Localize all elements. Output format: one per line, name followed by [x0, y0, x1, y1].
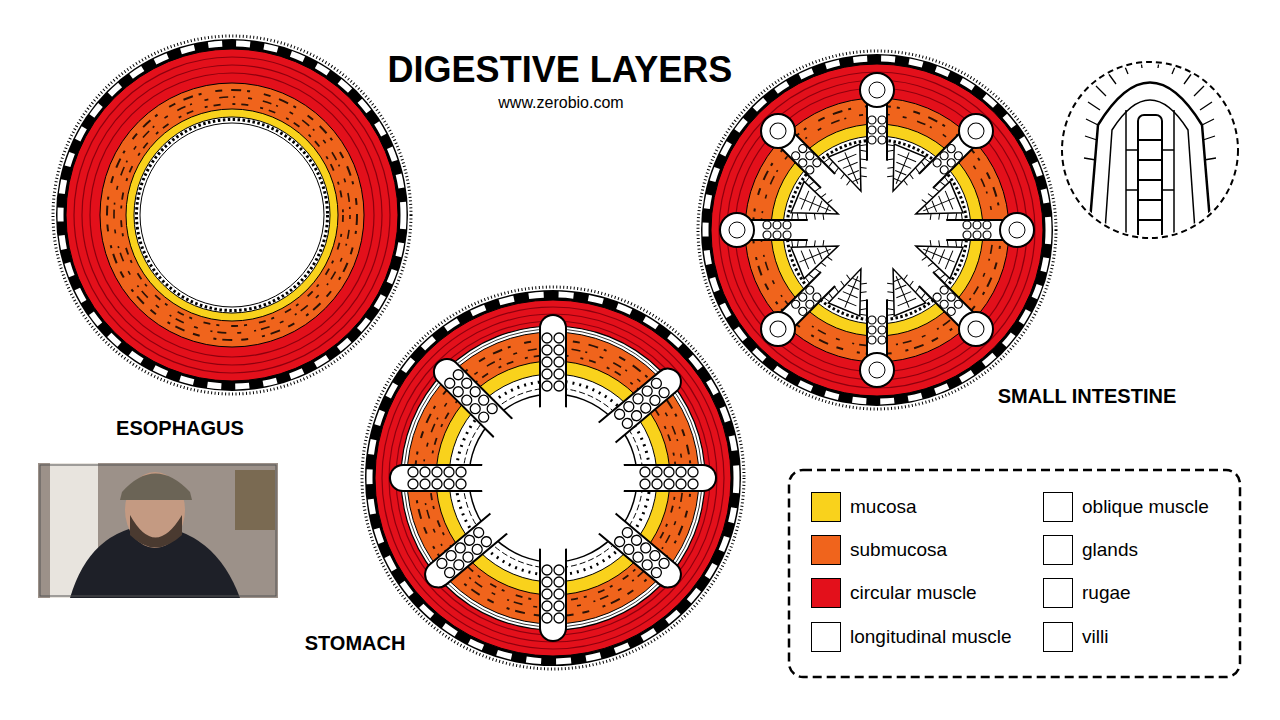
legend-swatch — [811, 535, 841, 565]
legend-swatch — [811, 622, 841, 652]
website-url: www.zerobio.com — [498, 94, 623, 112]
organ-name: STOMACH — [305, 632, 406, 655]
organ-name: SMALL INTESTINE — [998, 385, 1177, 408]
legend-text: mucosa — [850, 496, 917, 518]
legend-text: glands — [1082, 539, 1138, 561]
legend-swatch — [811, 578, 841, 608]
legend-text: circular muscle — [850, 582, 977, 604]
legend-text: villi — [1082, 626, 1108, 648]
legend-swatch — [1043, 535, 1073, 565]
organ-name: ESOPHAGUS — [116, 417, 244, 440]
legend-text: oblique muscle — [1082, 496, 1209, 518]
legend-swatch — [1043, 622, 1073, 652]
legend-swatch — [811, 492, 841, 522]
legend-text: submucosa — [850, 539, 947, 561]
diagram-title: DIGESTIVE LAYERS — [388, 49, 733, 90]
legend-swatch — [1043, 578, 1073, 608]
legend-swatch — [1043, 492, 1073, 522]
legend-text: rugae — [1082, 582, 1131, 604]
legend-text: longitudinal muscle — [850, 626, 1012, 648]
